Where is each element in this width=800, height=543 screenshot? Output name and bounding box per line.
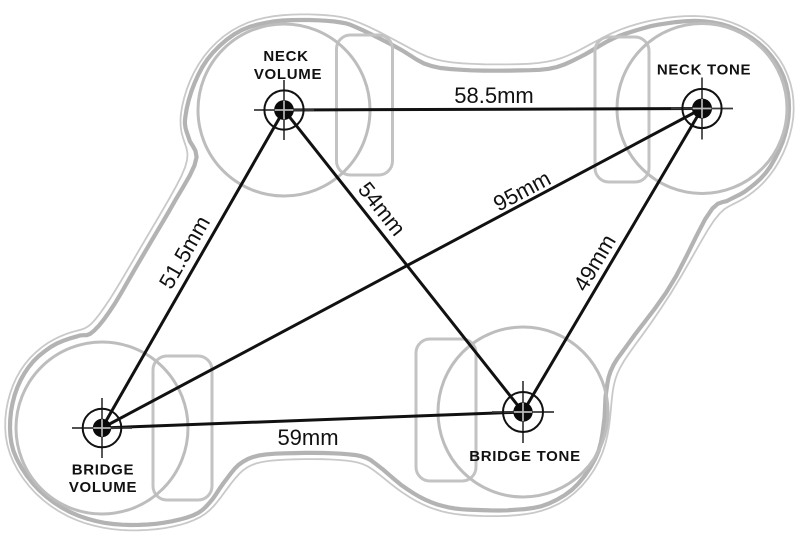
svg-text:BRIDGE TONE: BRIDGE TONE xyxy=(469,448,581,465)
svg-text:NECK TONE: NECK TONE xyxy=(657,62,751,79)
svg-text:59mm: 59mm xyxy=(277,425,338,450)
svg-text:58.5mm: 58.5mm xyxy=(454,83,533,108)
svg-text:VOLUME: VOLUME xyxy=(254,66,322,83)
svg-text:95mm: 95mm xyxy=(489,165,555,216)
svg-text:49mm: 49mm xyxy=(568,230,621,295)
svg-text:NECK: NECK xyxy=(263,48,308,65)
svg-text:BRIDGE: BRIDGE xyxy=(72,462,135,479)
svg-text:VOLUME: VOLUME xyxy=(69,479,137,496)
